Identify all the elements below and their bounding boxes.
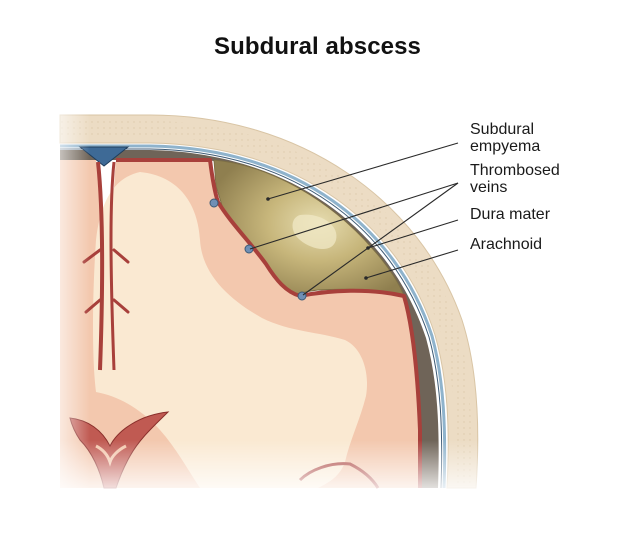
leader-thrombosed-vein-a xyxy=(249,182,459,250)
leader-arachnoid xyxy=(365,249,459,279)
leader-thrombosed-vein-b xyxy=(302,182,459,296)
brain-white-matter xyxy=(93,172,368,488)
leader-dura-mater xyxy=(367,219,459,249)
label-thrombosed-veins: Thrombosed veins xyxy=(470,162,560,196)
figure-title: Subdural abscess xyxy=(213,33,422,60)
interhemispheric-vessel xyxy=(96,161,105,371)
label-arachnoid: Arachnoid xyxy=(470,236,543,253)
thrombosed-vein-1 xyxy=(209,198,219,208)
label-subdural-empyema: Subdural empyema xyxy=(470,121,541,155)
dura-mater-layer xyxy=(60,144,447,489)
thrombosed-vein-2 xyxy=(244,244,254,254)
leader-subdural-empyema xyxy=(267,142,459,200)
superior-sagittal-sinus xyxy=(78,146,130,167)
label-dura-mater: Dura mater xyxy=(470,206,551,223)
skull-marrow xyxy=(60,121,472,488)
dura-mater-outline xyxy=(60,148,443,489)
interhemispheric-vessel-right xyxy=(109,161,116,371)
sulcus-branch-left xyxy=(82,248,130,314)
empyema-highlight xyxy=(292,214,337,250)
